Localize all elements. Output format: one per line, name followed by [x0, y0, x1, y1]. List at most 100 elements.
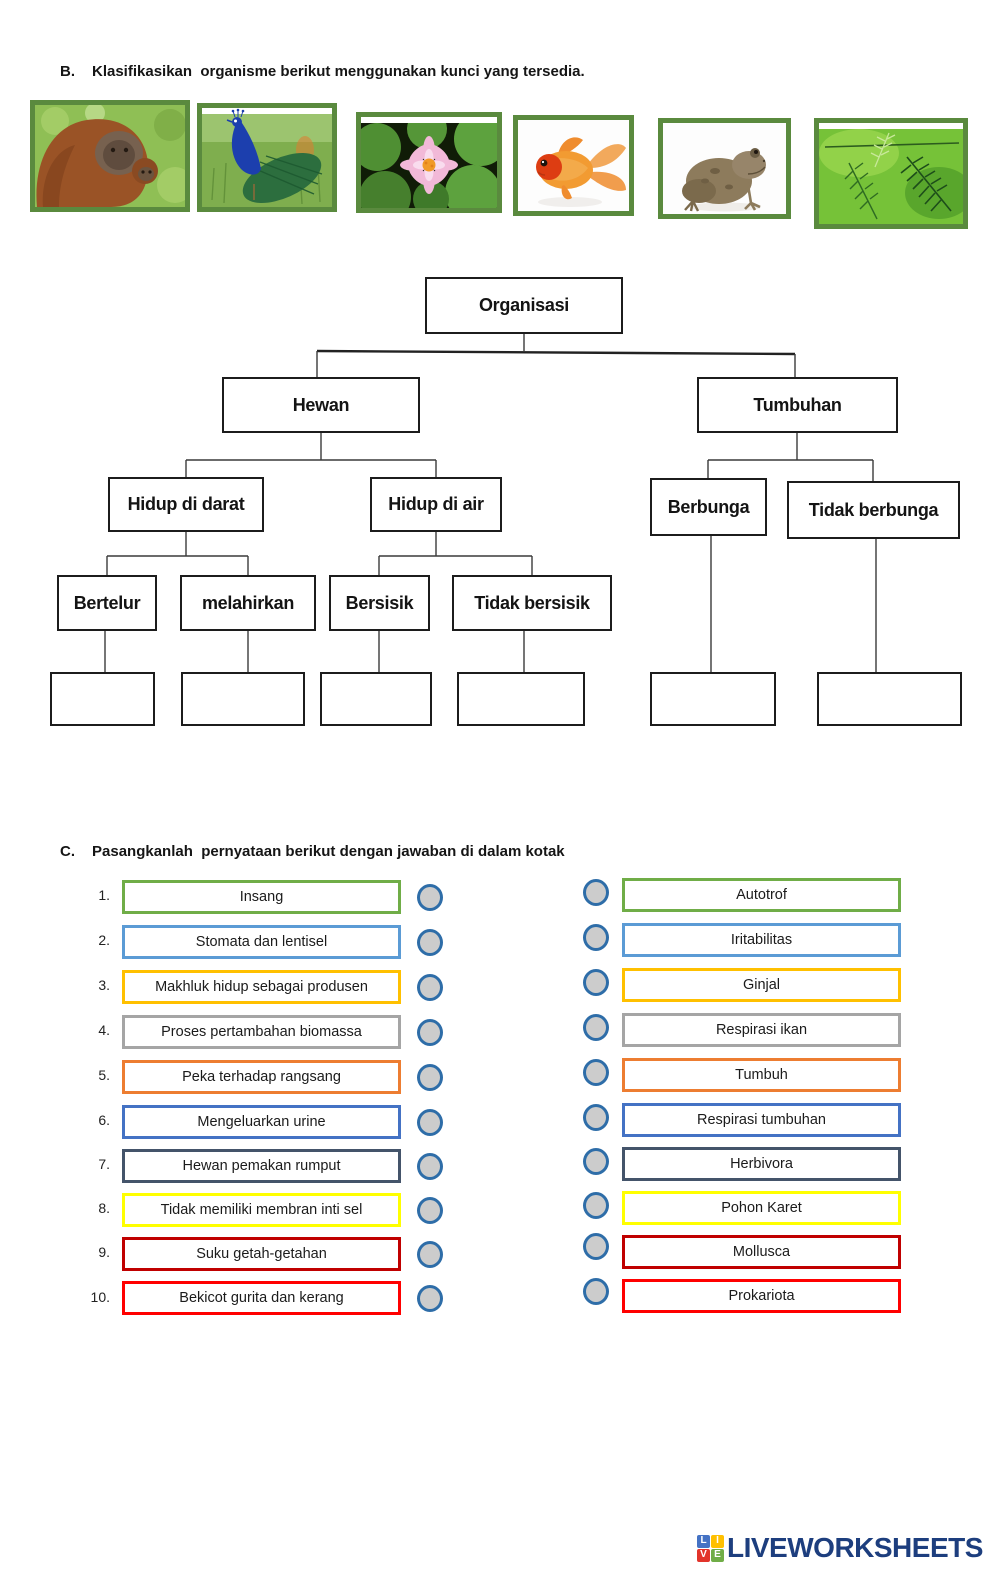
match-connector-right-10[interactable]	[583, 1278, 609, 1305]
match-connector-left-6[interactable]	[417, 1109, 443, 1136]
answer-option-box-10: Prokariota	[622, 1279, 901, 1313]
answer-box-tidak-bersisik[interactable]	[457, 672, 585, 726]
question-number: 4.	[98, 1022, 110, 1038]
logo-letter-l: L	[697, 1534, 710, 1548]
section-c-heading: C. Pasangkanlah pernyataan berikut dengan…	[60, 843, 565, 860]
match-connector-left-2[interactable]	[417, 929, 443, 956]
goldfish-photo	[513, 115, 634, 216]
answer-option-box-2: Iritabilitas	[622, 923, 901, 957]
statement-box-10: Bekicot gurita dan kerang	[122, 1281, 401, 1315]
statement-box-3: Makhluk hidup sebagai produsen	[122, 970, 401, 1004]
statement-box-1: Insang	[122, 880, 401, 914]
match-connector-right-1[interactable]	[583, 879, 609, 906]
tree-node-hidup-di-air: Hidup di air	[370, 477, 502, 532]
answer-text: Respirasi ikan	[715, 1022, 808, 1038]
answer-box-berbunga[interactable]	[650, 672, 776, 726]
statement-text: Hewan pemakan rumput	[182, 1158, 341, 1174]
answer-text: Pohon Karet	[721, 1200, 802, 1216]
liveworksheets-logo-icon: L I V E	[697, 1534, 724, 1562]
match-connector-left-10[interactable]	[417, 1285, 443, 1312]
answer-text: Iritabilitas	[730, 932, 793, 948]
statement-text: Mengeluarkan urine	[197, 1114, 326, 1130]
question-number: 5.	[98, 1067, 110, 1083]
tree-node-hewan: Hewan	[222, 377, 420, 433]
match-connector-left-8[interactable]	[417, 1197, 443, 1224]
answer-box-melahirkan[interactable]	[181, 672, 305, 726]
section-b-label: B.	[60, 63, 75, 80]
statement-text: Tidak memiliki membran inti sel	[160, 1202, 363, 1218]
match-connector-left-7[interactable]	[417, 1153, 443, 1180]
answer-option-box-9: Mollusca	[622, 1235, 901, 1269]
match-connector-right-5[interactable]	[583, 1059, 609, 1086]
answer-text: Autotrof	[736, 887, 787, 903]
answer-text: Ginjal	[742, 977, 781, 993]
answer-text: Prokariota	[728, 1288, 795, 1304]
question-number: 3.	[98, 977, 110, 993]
frog-illustration	[663, 123, 786, 214]
logo-letter-e: E	[711, 1548, 724, 1562]
tree-node-bertelur: Bertelur	[57, 575, 157, 631]
answer-option-box-3: Ginjal	[622, 968, 901, 1002]
frog-photo	[658, 118, 791, 219]
match-connector-right-9[interactable]	[583, 1233, 609, 1260]
match-connector-right-8[interactable]	[583, 1192, 609, 1219]
statement-box-5: Peka terhadap rangsang	[122, 1060, 401, 1094]
section-b-title: Klasifikasikan organisme berikut menggun…	[92, 63, 585, 80]
statement-box-4: Proses pertambahan biomassa	[122, 1015, 401, 1049]
peacock-illustration	[202, 108, 332, 207]
answer-option-box-6: Respirasi tumbuhan	[622, 1103, 901, 1137]
match-connector-right-4[interactable]	[583, 1014, 609, 1041]
goldfish-illustration	[518, 120, 629, 211]
orangutan-photo	[30, 100, 190, 212]
answer-text: Tumbuh	[735, 1067, 788, 1083]
statement-box-6: Mengeluarkan urine	[122, 1105, 401, 1139]
match-connector-left-1[interactable]	[417, 884, 443, 911]
statement-text: Makhluk hidup sebagai produsen	[155, 979, 368, 995]
section-c-title: Pasangkanlah pernyataan berikut dengan j…	[92, 843, 565, 860]
answer-box-bertelur[interactable]	[50, 672, 155, 726]
match-connector-right-3[interactable]	[583, 969, 609, 996]
match-connector-left-9[interactable]	[417, 1241, 443, 1268]
question-number: 1.	[98, 887, 110, 903]
statement-text: Peka terhadap rangsang	[182, 1069, 341, 1085]
statement-box-8: Tidak memiliki membran inti sel	[122, 1193, 401, 1227]
question-number: 2.	[98, 932, 110, 948]
tree-node-organisasi: Organisasi	[425, 277, 623, 334]
question-number: 7.	[98, 1156, 110, 1172]
match-connector-left-5[interactable]	[417, 1064, 443, 1091]
match-connector-left-4[interactable]	[417, 1019, 443, 1046]
answer-text: Respirasi tumbuhan	[697, 1112, 826, 1128]
section-c-label: C.	[60, 843, 75, 860]
answer-option-box-7: Herbivora	[622, 1147, 901, 1181]
peacock-photo	[197, 103, 337, 212]
brand-wordmark: LIVEWORKSHEETS	[727, 1532, 983, 1563]
statement-box-2: Stomata dan lentisel	[122, 925, 401, 959]
question-number: 9.	[98, 1244, 110, 1260]
statement-text: Proses pertambahan biomassa	[161, 1024, 362, 1040]
match-connector-right-2[interactable]	[583, 924, 609, 951]
answer-text: Herbivora	[730, 1156, 793, 1172]
tree-node-tidak-bersisik: Tidak bersisik	[452, 575, 612, 631]
fern-photo	[814, 118, 968, 229]
answer-option-box-4: Respirasi ikan	[622, 1013, 901, 1047]
answer-text: Mollusca	[732, 1244, 791, 1260]
answer-box-tidak-berbunga[interactable]	[817, 672, 962, 726]
match-connector-right-7[interactable]	[583, 1148, 609, 1175]
answer-option-box-1: Autotrof	[622, 878, 901, 912]
question-number: 6.	[98, 1112, 110, 1128]
tree-node-tumbuhan: Tumbuhan	[697, 377, 898, 433]
logo-letter-v: V	[697, 1548, 710, 1562]
match-connector-right-6[interactable]	[583, 1104, 609, 1131]
logo-letter-i: I	[711, 1534, 724, 1548]
liveworksheets-brand-link[interactable]: L I V E LIVEWORKSHEETS	[697, 1532, 983, 1564]
match-connector-left-3[interactable]	[417, 974, 443, 1001]
section-b-heading: B. Klasifikasikan organisme berikut mengg…	[60, 63, 585, 80]
statement-text: Suku getah-getahan	[196, 1246, 327, 1262]
tree-node-bersisik: Bersisik	[329, 575, 430, 631]
answer-box-bersisik[interactable]	[320, 672, 432, 726]
tree-node-melahirkan: melahirkan	[180, 575, 316, 631]
question-number: 10.	[90, 1289, 110, 1305]
water-lily-photo	[356, 112, 502, 213]
tree-node-berbunga: Berbunga	[650, 478, 767, 536]
